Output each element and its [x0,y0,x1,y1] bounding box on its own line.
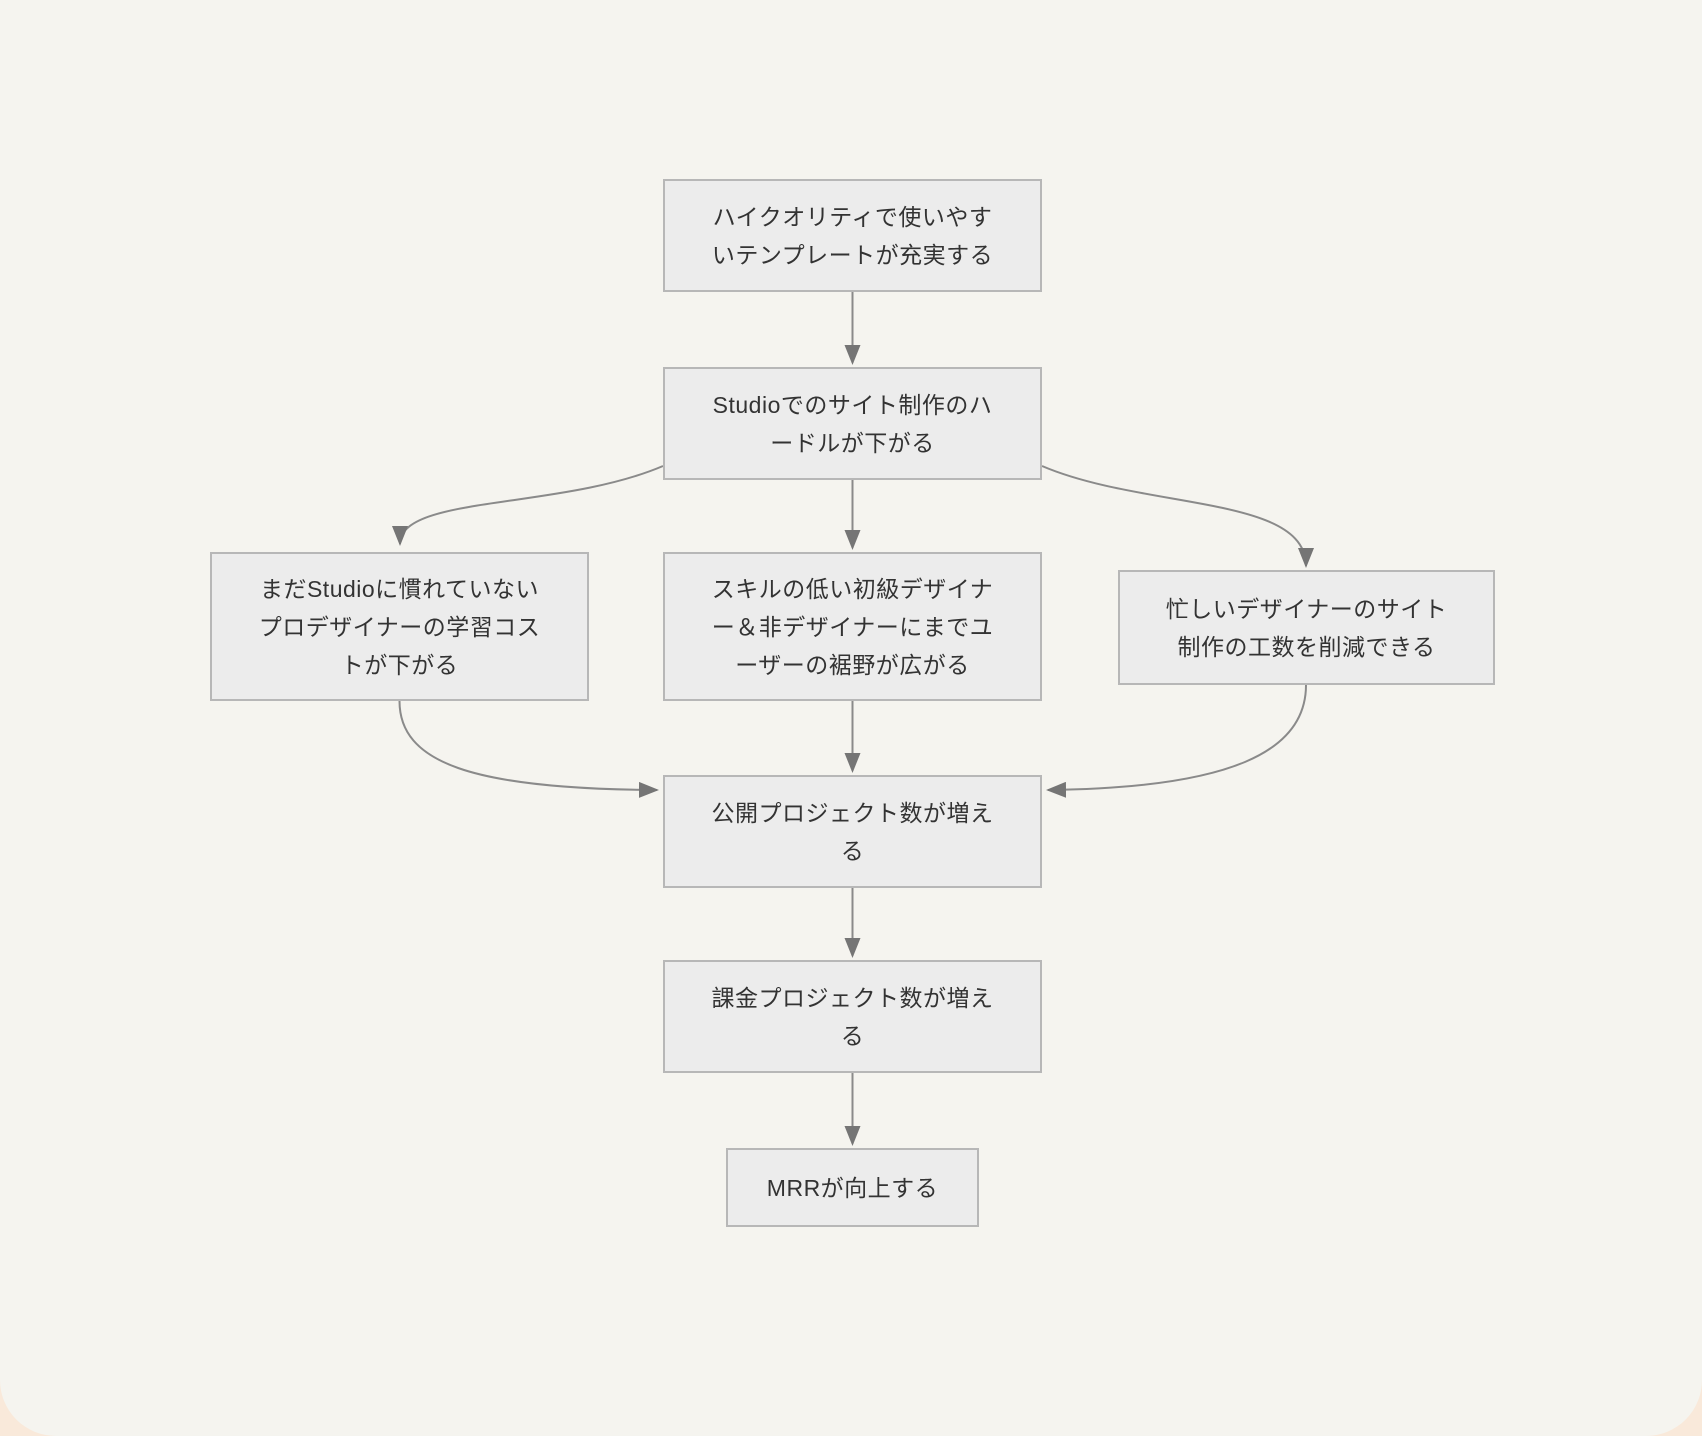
node-paid-label: 課金プロジェクト数が増え る [711,984,994,1049]
node-learning-cost: まだStudioに慣れていない プロデザイナーの学習コス トが下がる [210,552,589,701]
node-user-base: スキルの低い初級デザイナ ー＆非デザイナーにまでユ ーザーの裾野が広がる [663,552,1042,701]
node-published-label: 公開プロジェクト数が増え る [711,799,994,864]
node-workload: 忙しいデザイナーのサイト 制作の工数を削減できる [1118,570,1495,685]
node-mrr-label: MRRが向上する [766,1174,939,1201]
node-hurdle: Studioでのサイト制作のハ ードルが下がる [663,367,1042,480]
node-templates: ハイクオリティで使いやす いテンプレートが充実する [663,179,1042,292]
node-paid: 課金プロジェクト数が増え る [663,960,1042,1073]
node-hurdle-label: Studioでのサイト制作のハ ードルが下がる [712,391,993,456]
edge-hurdle-to-learning-cost [392,465,664,546]
node-learning-cost-label: まだStudioに慣れていない プロデザイナーの学習コス トが下がる [258,575,541,678]
edge-learning-cost-to-published [398,700,659,798]
edge-hurdle-to-workload [1041,465,1314,568]
edge-workload-to-published [1046,684,1307,798]
node-user-base-label: スキルの低い初級デザイナ ー＆非デザイナーにまでユ ーザーの裾野が広がる [711,575,994,678]
node-published: 公開プロジェクト数が増え る [663,775,1042,888]
node-mrr: MRRが向上する [726,1148,979,1227]
node-templates-label: ハイクオリティで使いやす いテンプレートが充実する [711,203,994,268]
node-workload-label: 忙しいデザイナーのサイト 制作の工数を削減できる [1165,595,1448,660]
